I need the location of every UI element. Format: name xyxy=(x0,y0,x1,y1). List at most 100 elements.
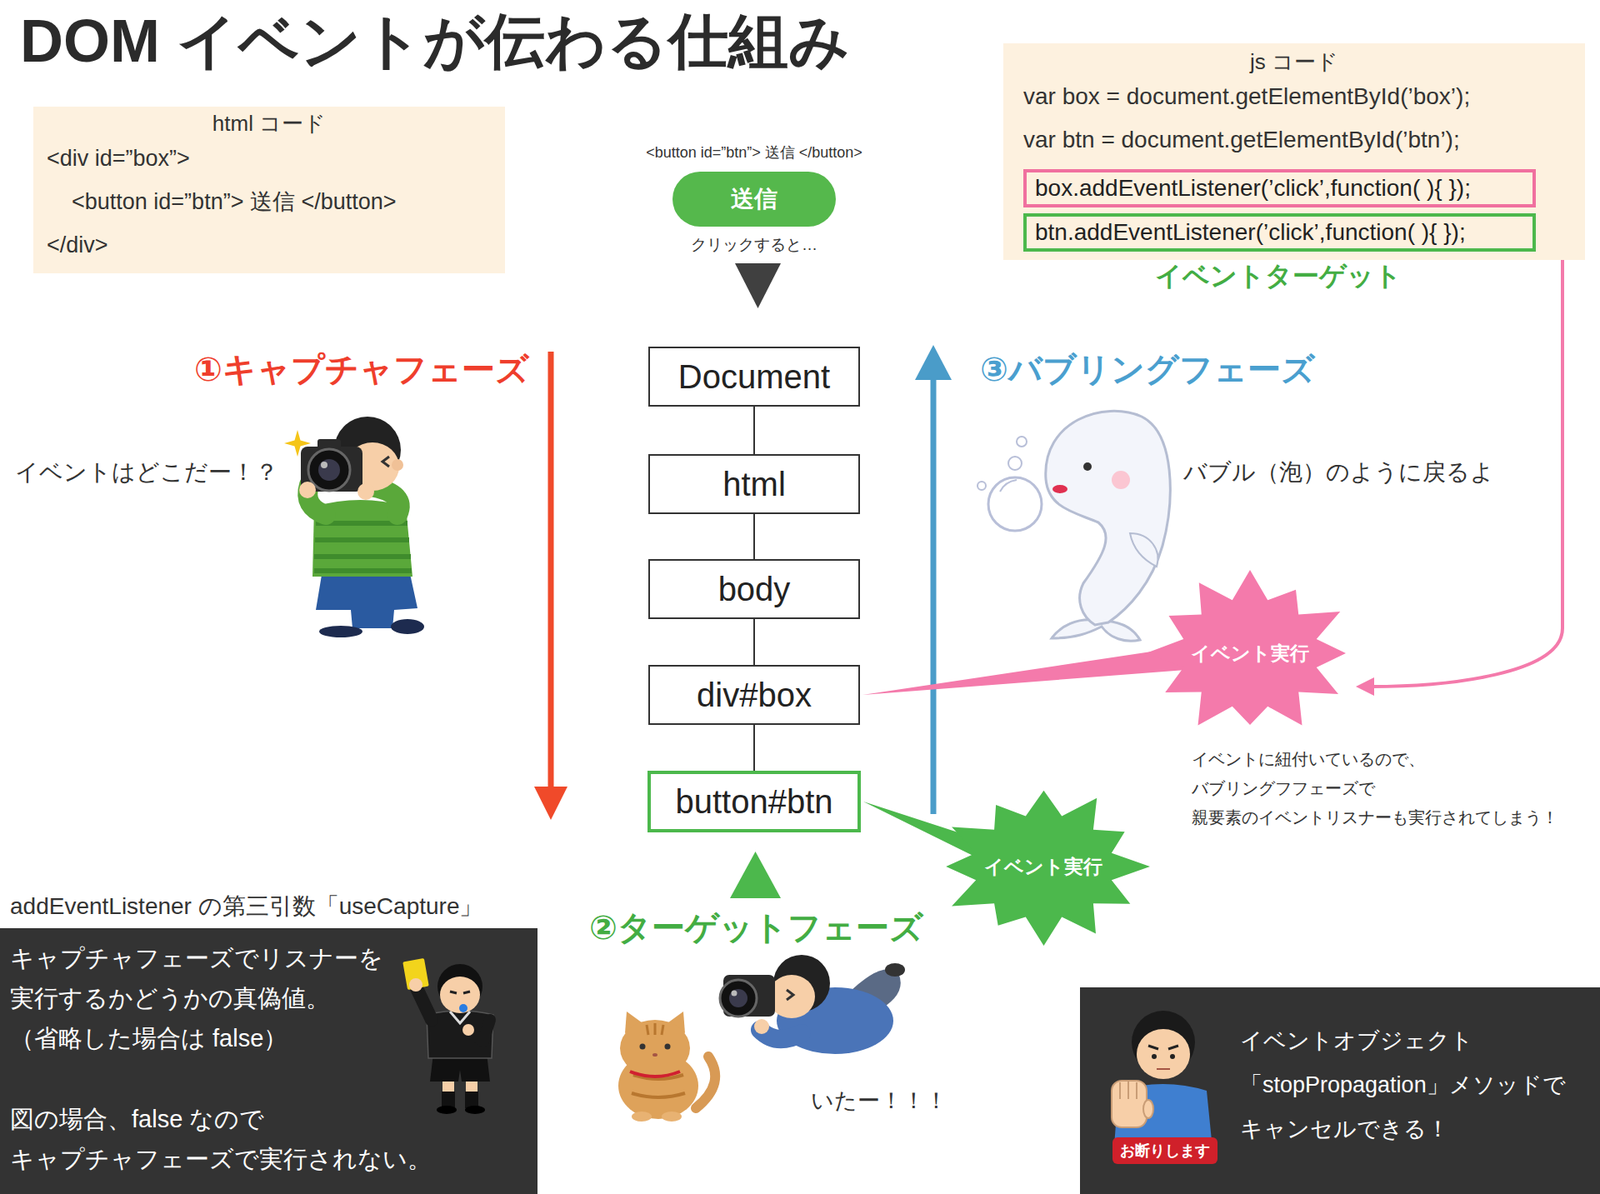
label-anchor: <button id=”btn”> 送信 </button> xyxy=(645,143,863,163)
crouching-photographer-illustration-part xyxy=(731,990,738,997)
note-panel: イベントオブジェクト 「stopPropagation」メソッドで キャンセルで… xyxy=(1080,987,1600,1194)
cat-illustration-part xyxy=(631,1111,652,1122)
referee-illustration-part xyxy=(409,978,423,992)
code-line-box: btn.addEventListener(’click’,function( )… xyxy=(1023,213,1536,252)
code-text: <button id=”btn”> 送信 </button> xyxy=(46,180,397,224)
refusing-man-illustration-part xyxy=(1120,1080,1137,1100)
connector-line xyxy=(753,406,755,455)
connector xyxy=(754,725,755,771)
beluga-illustration-part xyxy=(1000,480,1017,492)
crouching-photographer-illustration xyxy=(720,955,905,1055)
text-label: <button id=”btn”> 送信 </button> xyxy=(645,143,863,163)
photographer-illustration-part-part xyxy=(314,554,411,560)
button-label: 送信 xyxy=(730,183,778,215)
dom-node-label: body xyxy=(718,570,791,609)
bubbling-arrow-part xyxy=(930,376,937,815)
crouching-photographer-illustration-part xyxy=(754,1019,770,1035)
dom-node-box: Document xyxy=(648,346,860,407)
dom-node-box: div#box xyxy=(648,665,860,725)
referee-illustration-part xyxy=(459,1004,468,1013)
label-anchor: ③バブリングフェーズ xyxy=(980,348,1315,390)
code-text: </div> xyxy=(46,223,109,267)
beluga-illustration-part xyxy=(1130,533,1158,567)
dom-node-label: Document xyxy=(678,358,830,396)
referee-illustration-part xyxy=(440,976,480,1014)
referee-illustration-part xyxy=(450,1011,470,1024)
capture-arrow xyxy=(534,351,568,820)
arrow-head xyxy=(1355,677,1375,696)
referee-illustration-part xyxy=(441,1091,455,1109)
text-label: イベントはどこだー！？ xyxy=(15,457,279,487)
photographer-illustration-part-part xyxy=(315,537,410,543)
dom-node-box: html xyxy=(648,454,860,515)
cat-illustration-part xyxy=(695,1056,715,1109)
label-anchor: ②ターゲットフェーズ xyxy=(589,906,924,949)
starburst: イベント実行 xyxy=(1145,570,1355,737)
photographer-illustration xyxy=(284,416,425,638)
connector xyxy=(754,514,755,560)
dom-node-box: body xyxy=(648,559,860,620)
photographer-illustration-part xyxy=(357,483,375,500)
beluga-illustration-part xyxy=(1083,462,1092,471)
beluga-illustration-part xyxy=(1016,436,1027,447)
code-panel: html コード<div id=”box”><button id=”btn”> … xyxy=(33,106,505,274)
refusing-man-illustration-part xyxy=(1151,1054,1157,1060)
code-text: var box = document.getElementById(’box’)… xyxy=(1023,75,1470,119)
photographer-illustration-part xyxy=(382,456,390,467)
text-label: いたー！！！ xyxy=(810,1087,948,1116)
refusing-man-illustration-part xyxy=(1111,1080,1147,1128)
text-label: イベントターゲット xyxy=(1155,259,1402,293)
beluga-illustration-part xyxy=(988,477,1042,531)
label-anchor: いたー！！！ xyxy=(810,1087,948,1116)
refusing-man-illustration-part xyxy=(1136,1029,1190,1080)
photographer-illustration-part xyxy=(317,439,341,450)
beluga-illustration-part xyxy=(1111,470,1130,490)
photographer-illustration-part xyxy=(299,481,316,499)
photographer-illustration-part xyxy=(370,486,400,515)
connector-line xyxy=(753,725,755,771)
code-text: box.addEventListener(’click’,function( )… xyxy=(1035,175,1471,202)
cat-illustration-part xyxy=(620,1020,690,1077)
note-panel: addEventListener の第三引数「useCapture」キャプチャフ… xyxy=(0,928,538,1194)
starburst-label: イベント実行 xyxy=(1190,640,1310,667)
bubbling-arrow-part xyxy=(915,345,952,380)
cat-illustration-part xyxy=(646,1023,664,1035)
text-label: ①キャプチャフェーズ xyxy=(194,348,530,390)
photographer-illustration-part xyxy=(320,461,328,469)
cat-illustration-part xyxy=(631,1075,685,1098)
dom-node-box: button#btn xyxy=(647,770,861,833)
cat-illustration xyxy=(618,1011,715,1122)
beluga-illustration xyxy=(977,410,1170,641)
connector xyxy=(754,406,755,455)
code-text: btn.addEventListener(’click’,function( )… xyxy=(1035,219,1466,246)
photographer-illustration-part xyxy=(391,459,404,471)
diagram-title: DOM イベントが伝わる仕組み xyxy=(20,5,850,77)
beluga-illustration-part xyxy=(1045,410,1170,625)
note-text: イベントオブジェクト 「stopPropagation」メソッドで キャンセルで… xyxy=(1240,1019,1587,1152)
label-anchor: イベントはどこだー！？ xyxy=(15,457,279,487)
refusing-man-illustration-part xyxy=(1148,1045,1179,1050)
label-anchor: イベントに紐付いているので、 バブリングフフェーズで 親要素のイベントリスナーも… xyxy=(1191,745,1575,833)
label-anchor: クリックすると… xyxy=(690,235,818,255)
crouching-photographer-illustration-part xyxy=(786,990,794,1000)
crouching-photographer-illustration-part xyxy=(720,980,757,1017)
referee-illustration-part xyxy=(416,988,432,1020)
photographer-illustration-part xyxy=(314,523,412,571)
cat-illustration-part xyxy=(630,1071,680,1077)
text-label: ③バブリングフェーズ xyxy=(980,348,1315,390)
referee-illustration-part xyxy=(462,1024,475,1036)
photographer-illustration-part-part xyxy=(314,568,412,574)
refusing-man-illustration-part xyxy=(1143,1100,1154,1119)
photographer-illustration-part xyxy=(308,449,350,491)
beluga-illustration-part xyxy=(1052,485,1068,494)
down-pointer xyxy=(735,263,781,309)
refusing-man-illustration-part xyxy=(1170,1054,1175,1060)
connector-line xyxy=(753,514,755,560)
referee-illustration-part xyxy=(465,1105,485,1115)
beluga-illustration-part xyxy=(977,481,986,490)
note-text: キャプチャフェーズでリスナーを 実行するかどうかの真偽値。 （省略した場合は f… xyxy=(10,938,434,1059)
tag-label: お断りします xyxy=(1120,1140,1210,1161)
text-label: バブル（泡）のように戻るよ xyxy=(1183,457,1495,487)
code-line-box: box.addEventListener(’click’,function( )… xyxy=(1023,169,1536,208)
panel-heading: js コード xyxy=(1250,48,1339,75)
